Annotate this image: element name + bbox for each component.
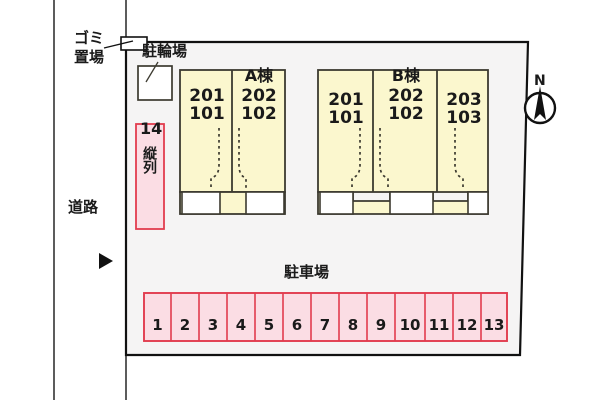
building-a-unit-0-upper: 201 <box>189 86 225 106</box>
building-b-stair-dashed-3 <box>454 128 464 190</box>
parking-stall-4-number[interactable]: 4 <box>235 316 247 334</box>
building-a-stair-dashed-left <box>210 128 220 190</box>
building-b-stair-dashed-2 <box>379 128 389 190</box>
building-b-entrance-2 <box>389 191 434 215</box>
bicycle-parking-leader-line <box>145 61 159 83</box>
triangle-right-icon <box>99 253 113 269</box>
parking-stall-8-number[interactable]: 8 <box>347 316 359 334</box>
parking-stall-2-number[interactable]: 2 <box>179 316 191 334</box>
building-a-entrance-2 <box>245 191 285 215</box>
parking-stall-13-number[interactable]: 13 <box>483 316 505 334</box>
building-b-stair-dashed-1 <box>351 128 361 190</box>
parking-stall-11-number[interactable]: 11 <box>428 316 450 334</box>
building-b-entrance-3 <box>467 191 489 215</box>
parking-stall-14[interactable] <box>135 123 165 230</box>
building-a-unit-1-lower: 102 <box>241 104 277 124</box>
parking-stall-row <box>143 292 508 342</box>
building-b-group <box>317 69 489 215</box>
trash-area-label-line2: 置場 <box>74 48 105 66</box>
building-b-entrance-1 <box>319 191 354 215</box>
trash-leader-line <box>103 40 134 49</box>
building-b-unit-0-lower: 101 <box>328 108 364 128</box>
parking-stall-9-number[interactable]: 9 <box>375 316 387 334</box>
parking-row-outline <box>143 292 508 342</box>
compass-needle <box>534 86 546 120</box>
trash-area-label-line1: ゴミ <box>74 29 105 47</box>
building-b-unit-2-lower: 103 <box>446 108 482 128</box>
compass-label: N <box>534 73 546 89</box>
parking-stall-14-note: 縦列 <box>141 146 157 174</box>
parking-stall-1-number[interactable]: 1 <box>152 316 163 334</box>
bicycle-parking-shape <box>137 65 173 101</box>
parking-stall-6-number[interactable]: 6 <box>291 316 303 334</box>
parking-stall-5-number[interactable]: 5 <box>263 316 275 334</box>
compass-north-icon <box>523 86 557 125</box>
parking-stall-14-number: 14 <box>140 119 163 138</box>
building-b-unit-0-upper: 201 <box>328 90 364 110</box>
building-b-body <box>317 69 489 193</box>
building-a-stair-dashed-right <box>238 128 247 190</box>
parking-stall-3-number[interactable]: 3 <box>207 316 219 334</box>
parking-lot-label: 駐車場 <box>284 263 330 281</box>
building-b-unit-1-upper: 202 <box>388 86 424 106</box>
building-a-name: A棟 <box>244 66 274 85</box>
building-b-name: B棟 <box>391 66 421 85</box>
parking-stall-10-number[interactable]: 10 <box>399 316 421 334</box>
building-a-unit-1-upper: 202 <box>241 86 277 106</box>
building-a-entrance-1 <box>181 191 221 215</box>
parking-stall-12-number[interactable]: 12 <box>456 316 478 334</box>
building-a-unit-0-lower: 101 <box>189 104 225 124</box>
road-label: 道路 <box>68 198 99 216</box>
building-a-group <box>179 69 286 215</box>
bicycle-parking-label: 駐輪場 <box>142 42 188 60</box>
building-b-unit-1-lower: 102 <box>388 104 424 124</box>
parking-stall-7-number[interactable]: 7 <box>319 316 331 334</box>
building-b-unit-2-upper: 203 <box>446 90 482 110</box>
